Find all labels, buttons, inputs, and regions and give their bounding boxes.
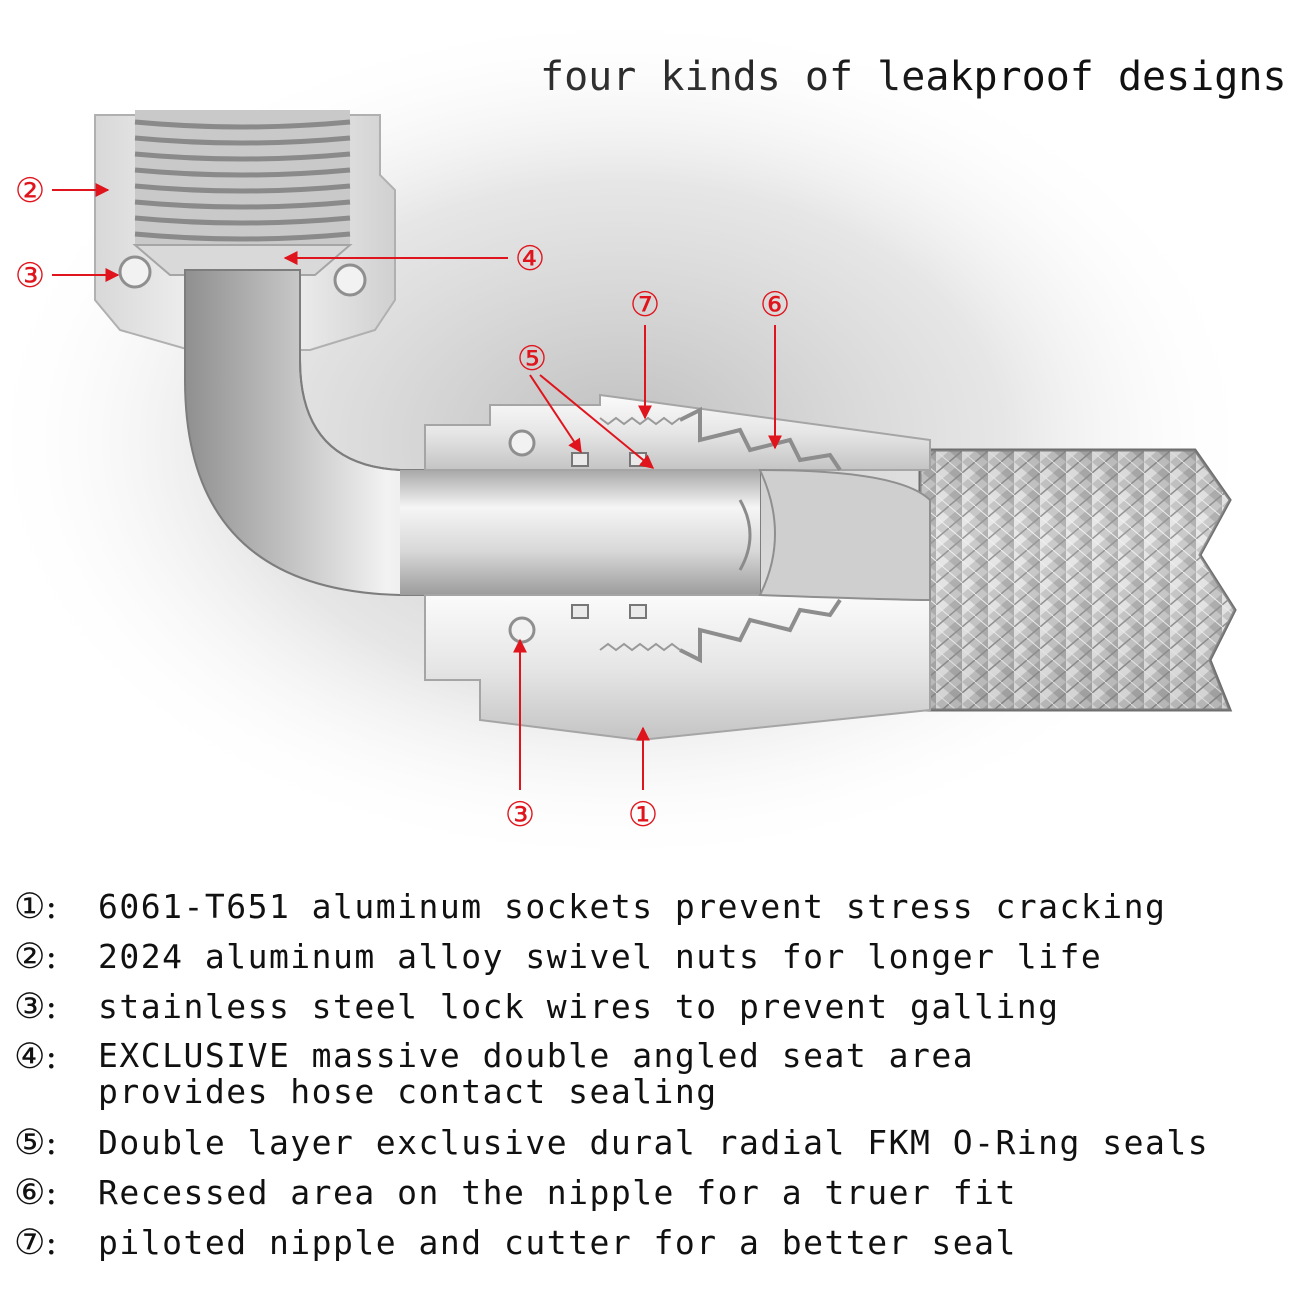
legend-item-7: ⑦: piloted nipple and cutter for a bette… — [14, 1223, 1294, 1263]
callout-6: ⑥ — [760, 285, 790, 325]
callout-2: ② — [15, 171, 45, 211]
legend-text: Double layer exclusive dural radial FKM … — [98, 1123, 1210, 1162]
lock-wire-hole — [508, 616, 536, 644]
legend-text: 6061-T651 aluminum sockets prevent stres… — [98, 887, 1167, 926]
legend-item-6: ⑥: Recessed area on the nipple for a tru… — [14, 1173, 1294, 1213]
braided-hose — [918, 448, 1237, 712]
legend-text: piloted nipple and cutter for a better s… — [98, 1223, 1017, 1262]
o-ring-slot — [571, 452, 589, 467]
legend-number: ①: — [14, 887, 58, 927]
legend-text: Recessed area on the nipple for a truer … — [98, 1173, 1017, 1212]
legend-text: 2024 aluminum alloy swivel nuts for long… — [98, 937, 1103, 976]
callout-1: ① — [628, 795, 658, 835]
callout-arrows — [52, 183, 782, 790]
callout-labels: ② ③ ④ ⑦ ⑥ ⑤ ③ ① — [15, 171, 790, 835]
legend-item-2: ②: 2024 aluminum alloy swivel nuts for l… — [14, 937, 1294, 977]
legend-number: ③: — [14, 987, 58, 1027]
o-ring-slot — [571, 604, 589, 619]
legend-text: stainless steel lock wires to prevent ga… — [98, 987, 1060, 1026]
fitting-cutaway-diagram: ② ③ ④ ⑦ ⑥ ⑤ ③ ① — [0, 10, 1260, 860]
legend-item-3: ③: stainless steel lock wires to prevent… — [14, 987, 1294, 1027]
threaded-end — [134, 110, 351, 245]
legend-number: ⑦: — [14, 1223, 58, 1263]
callout-3-bottom: ③ — [505, 795, 535, 835]
legend-number: ④: — [14, 1037, 58, 1077]
socket-assembly — [424, 393, 931, 742]
lock-wire-hole — [508, 429, 536, 457]
lock-wire-hole — [118, 255, 152, 289]
legend-text: EXCLUSIVE massive double angled seat are… — [98, 1036, 975, 1111]
legend-number: ⑥: — [14, 1173, 58, 1213]
arrow-5a — [529, 374, 582, 454]
callout-7: ⑦ — [630, 285, 660, 325]
callout-5: ⑤ — [517, 339, 547, 379]
elbow-pipe — [184, 269, 761, 596]
o-ring-slot — [629, 604, 647, 619]
callout-4: ④ — [515, 239, 545, 279]
legend-item-5: ⑤: Double layer exclusive dural radial F… — [14, 1123, 1294, 1163]
legend-number: ⑤: — [14, 1123, 58, 1163]
callout-3-top: ③ — [15, 256, 45, 296]
lock-wire-hole — [333, 263, 367, 297]
arrow-5b — [539, 374, 655, 469]
legend-item-1: ①: 6061-T651 aluminum sockets prevent st… — [14, 887, 1294, 927]
legend: ①: 6061-T651 aluminum sockets prevent st… — [14, 888, 1294, 1274]
legend-number: ②: — [14, 937, 58, 977]
legend-item-4: ④: EXCLUSIVE massive double angled seat … — [14, 1038, 1294, 1110]
